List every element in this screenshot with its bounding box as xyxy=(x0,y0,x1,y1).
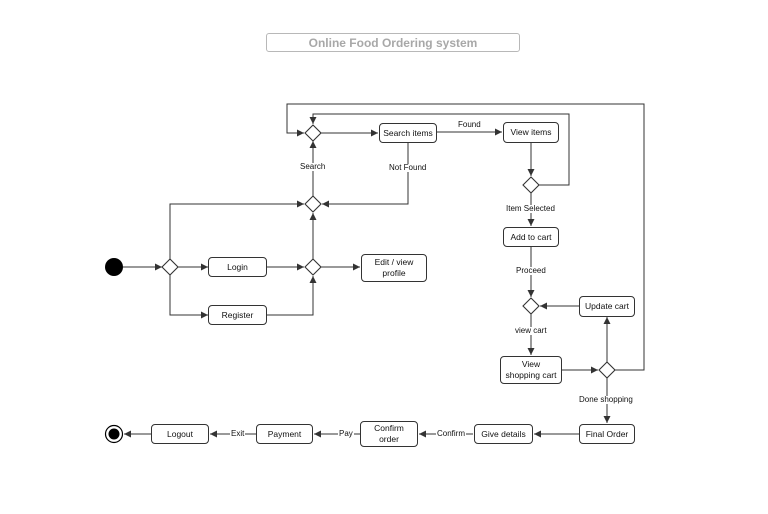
decision-node-cart xyxy=(522,297,540,315)
node-payment: Payment xyxy=(256,424,313,444)
label-found: Found xyxy=(457,120,482,129)
edge-to-register xyxy=(169,275,208,319)
decision-node-auth xyxy=(304,258,322,276)
label-pay: Pay xyxy=(338,429,354,438)
decision-node-start xyxy=(161,258,179,276)
start-node xyxy=(105,258,123,276)
label-done-shopping: Done shopping xyxy=(578,395,634,404)
node-edit-profile: Edit / view profile xyxy=(361,254,427,282)
label-exit: Exit xyxy=(230,429,246,438)
label-confirm: Confirm xyxy=(436,429,467,438)
node-view-items: View items xyxy=(503,122,559,143)
node-add-to-cart: Add to cart xyxy=(503,227,559,247)
decision-node-item xyxy=(522,176,540,194)
diagram-title: Online Food Ordering system xyxy=(266,33,520,52)
label-proceed: Proceed xyxy=(515,266,547,275)
node-view-shopping-cart: View shopping cart xyxy=(500,356,562,384)
edge-not-found xyxy=(322,143,409,208)
node-final-order: Final Order xyxy=(579,424,635,444)
label-view-cart: view cart xyxy=(514,326,548,335)
node-login: Login xyxy=(208,257,267,277)
node-register: Register xyxy=(208,305,267,325)
decision-node-shopping xyxy=(598,361,616,379)
node-update-cart: Update cart xyxy=(579,296,635,317)
node-give-details: Give details xyxy=(474,424,533,444)
node-search-items: Search items xyxy=(379,123,437,143)
edge-loop-to-search xyxy=(309,113,570,186)
end-node-inner xyxy=(108,428,120,440)
node-confirm-order: Confirm order xyxy=(360,421,418,447)
edge-outer-loop xyxy=(286,103,645,371)
label-search: Search xyxy=(299,162,327,171)
decision-node-search xyxy=(304,124,322,142)
decision-node-search-entry xyxy=(304,195,322,213)
label-not-found: Not Found xyxy=(388,163,428,172)
edge-to-search-decision xyxy=(169,200,304,259)
label-item-selected: Item Selected xyxy=(505,204,556,213)
node-logout: Logout xyxy=(151,424,209,444)
edge-register-to-auth xyxy=(267,276,317,316)
